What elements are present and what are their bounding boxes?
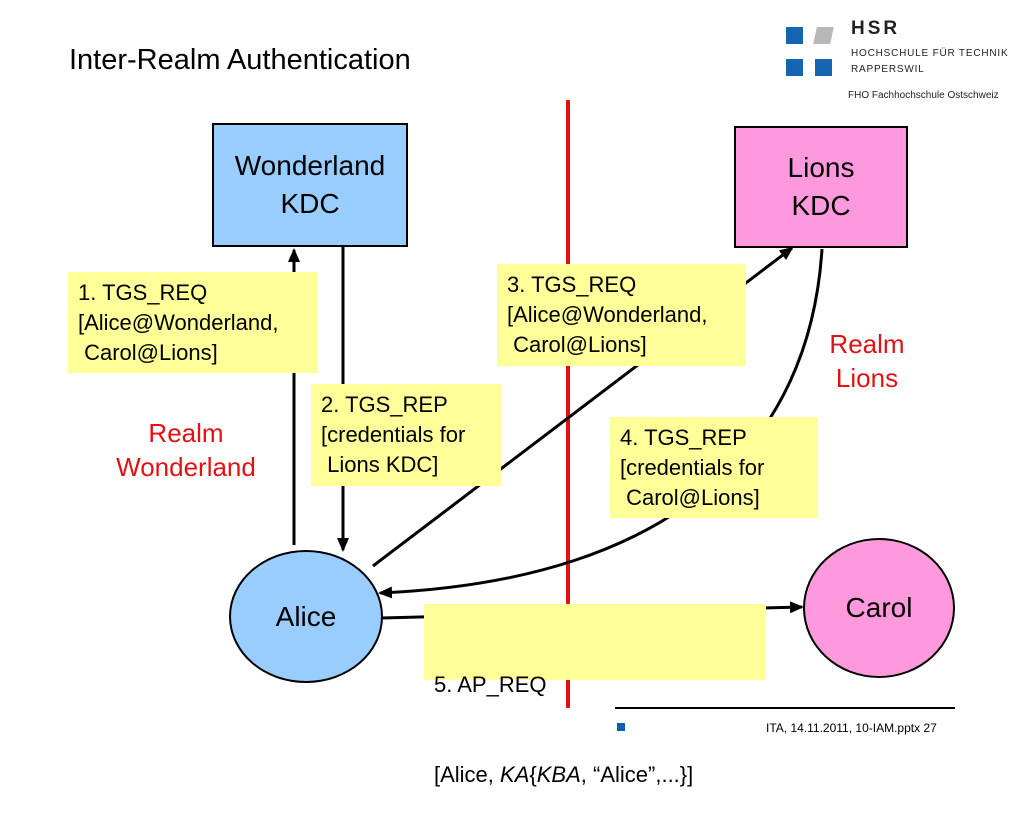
message-5-part1: [Alice,	[434, 762, 501, 787]
message-3-tgs-req: 3. TGS_REQ [Alice@Wonderland, Carol@Lion…	[497, 264, 746, 366]
wonderland-kdc-line2: KDC	[280, 188, 340, 219]
message-5-key-ka: KA	[500, 762, 530, 787]
wonderland-kdc-line1: Wonderland	[234, 150, 386, 181]
message-5-key-kba: KBA	[536, 762, 581, 787]
lions-kdc-line2: KDC	[791, 190, 851, 221]
realm-wonderland-label: Realm Wonderland	[116, 418, 256, 482]
logo-square-4	[815, 59, 832, 76]
carol-label: Carol	[845, 592, 913, 623]
lions-kdc-line1: Lions	[787, 152, 855, 183]
alice-label: Alice	[275, 600, 337, 632]
message-5-part2: {	[529, 762, 537, 787]
wonderland-kdc-box: Wonderland KDC	[212, 123, 408, 247]
logo-line-2: RAPPERSWIL	[851, 64, 925, 75]
logo-fho: FHO Fachhochschule Ostschweiz	[848, 90, 999, 101]
message-1-tgs-req: 1. TGS_REQ [Alice@Wonderland, Carol@Lion…	[68, 272, 318, 373]
message-5-line2: [Alice, KA{KBA, “Alice”,...}]	[434, 760, 756, 790]
footer-text: ITA, 14.11.2011, 10-IAM.pptx 27	[766, 721, 937, 735]
message-5-ap-req: 5. AP_REQ [Alice, KA{KBA, “Alice”,...}]	[424, 604, 766, 787]
alice-node: Alice	[229, 550, 383, 683]
message-2-tgs-rep: 2. TGS_REP [credentials for Lions KDC]	[311, 384, 501, 486]
message-5-part3: , “Alice”,...}]	[580, 762, 694, 787]
realm-lions-label: Realm Lions	[829, 329, 905, 393]
message-5-line1: 5. AP_REQ	[434, 672, 547, 697]
lions-kdc-box: Lions KDC	[734, 126, 908, 248]
message-4-tgs-rep: 4. TGS_REP [credentials for Carol@Lions]	[610, 417, 818, 518]
logo-name: HSR	[851, 18, 901, 39]
logo-line-1: HOCHSCHULE FÜR TECHNIK	[851, 48, 1009, 59]
logo-square-3	[786, 59, 803, 76]
slide-title: Inter-Realm Authentication	[69, 44, 411, 76]
logo-square-1	[786, 27, 803, 44]
footer-rule	[615, 707, 955, 709]
footer-bullet	[617, 723, 625, 731]
carol-node: Carol	[803, 538, 955, 678]
